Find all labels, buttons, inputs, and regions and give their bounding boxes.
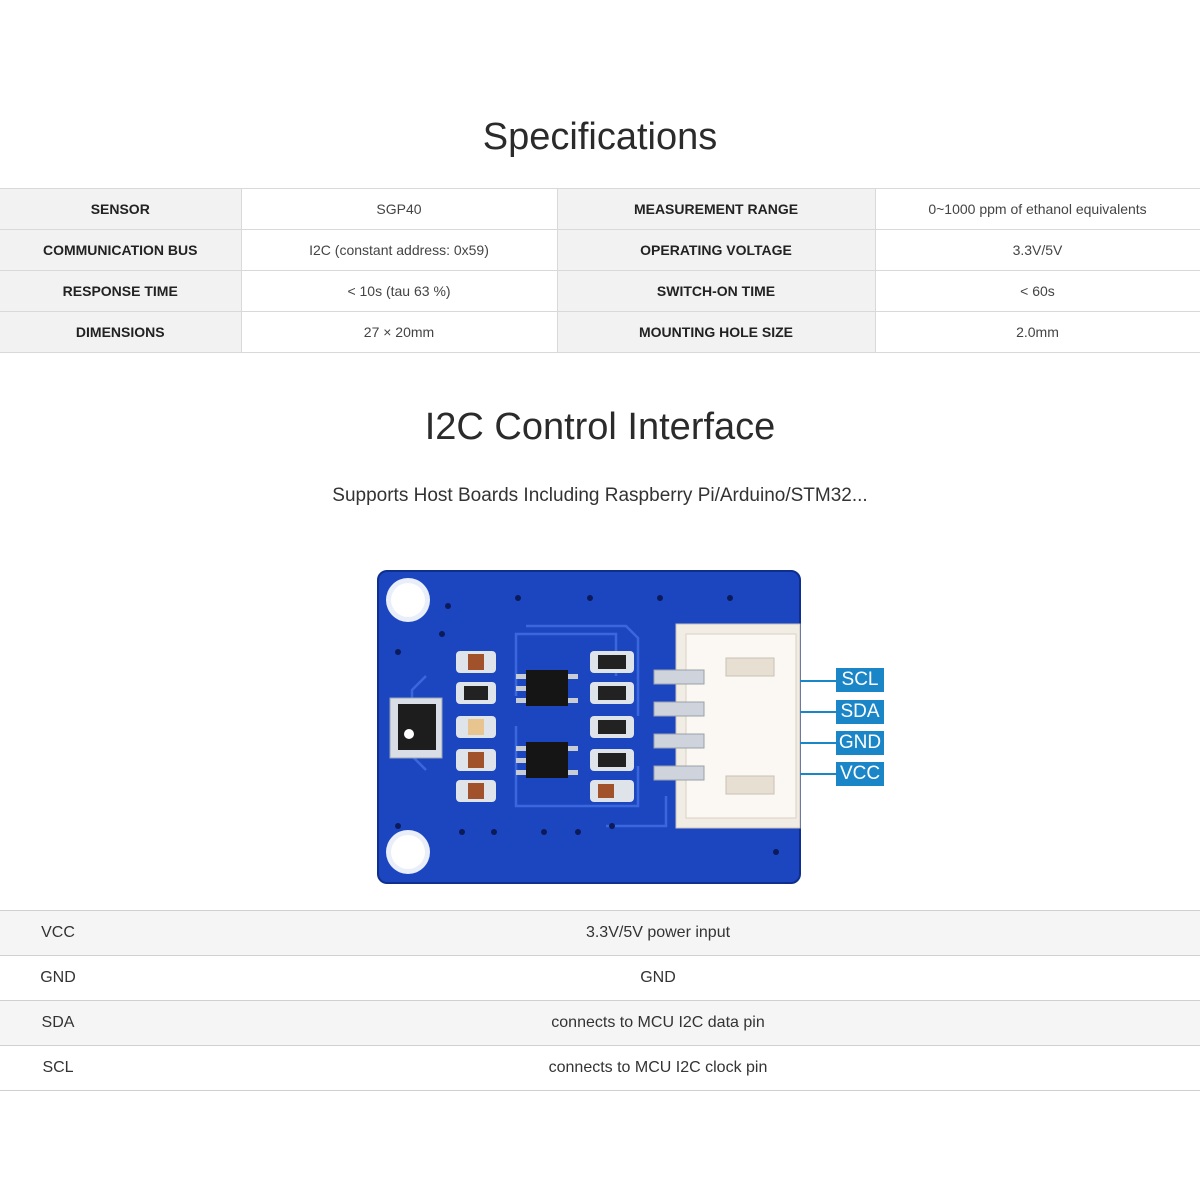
spec-key: RESPONSE TIME: [0, 270, 241, 312]
sda-leader-line: [800, 711, 836, 713]
spec-row: COMMUNICATION BUS I2C (constant address:…: [0, 229, 1200, 271]
pinout-row: SCL connects to MCU I2C clock pin: [0, 1045, 1200, 1091]
sgp40-sensor-chip: [398, 704, 436, 750]
spec-key: MEASUREMENT RANGE: [557, 188, 875, 230]
mounting-hole-center: [391, 835, 425, 869]
i2c-interface-heading: I2C Control Interface: [424, 406, 776, 448]
spec-value: SGP40: [240, 188, 558, 230]
sensor-opening: [404, 729, 414, 739]
pcb-trace: [514, 624, 668, 828]
spec-key: OPERATING VOLTAGE: [557, 229, 875, 271]
specifications-table: SENSOR SGP40 MEASUREMENT RANGE 0~1000 pp…: [0, 188, 1200, 353]
sensor-board-image: [377, 570, 801, 884]
spec-row: SENSOR SGP40 MEASUREMENT RANGE 0~1000 pp…: [0, 188, 1200, 230]
board-label-gnd: GND: [836, 731, 884, 755]
i2c-interface-subtitle: Supports Host Boards Including Raspberry…: [332, 485, 868, 506]
pinout-table: VCC 3.3V/5V power input GND GND SDA conn…: [0, 910, 1200, 1091]
jst-connector: [653, 623, 801, 829]
pinout-row: GND GND: [0, 955, 1200, 1001]
right-resistors: [590, 651, 634, 802]
spec-value: < 10s (tau 63 %): [240, 270, 558, 312]
pin-description: 3.3V/5V power input: [116, 910, 1200, 956]
board-label-sda: SDA: [836, 700, 884, 724]
spec-row: DIMENSIONS 27 × 20mm MOUNTING HOLE SIZE …: [0, 311, 1200, 353]
pin-description: connects to MCU I2C clock pin: [116, 1045, 1200, 1091]
level-shifter-chips: [516, 670, 578, 778]
pin-description: connects to MCU I2C data pin: [116, 1000, 1200, 1046]
spec-key: SWITCH-ON TIME: [557, 270, 875, 312]
spec-value: 3.3V/5V: [874, 229, 1200, 271]
spec-key: SENSOR: [0, 188, 241, 230]
spec-value: 2.0mm: [874, 311, 1200, 353]
pinout-row: VCC 3.3V/5V power input: [0, 910, 1200, 956]
pin-name: GND: [0, 955, 116, 1001]
spec-key: COMMUNICATION BUS: [0, 229, 241, 271]
board-label-vcc: VCC: [836, 762, 884, 786]
scl-leader-line: [800, 680, 836, 682]
gnd-leader-line: [800, 742, 836, 744]
mounting-hole-center: [391, 583, 425, 617]
specifications-heading: Specifications: [482, 116, 718, 158]
pin-name: SDA: [0, 1000, 116, 1046]
spec-key: MOUNTING HOLE SIZE: [557, 311, 875, 353]
vias: [395, 595, 779, 855]
pin-name: VCC: [0, 910, 116, 956]
spec-value: < 60s: [874, 270, 1200, 312]
spec-value: 0~1000 ppm of ethanol equivalents: [874, 188, 1200, 230]
pin-name: SCL: [0, 1045, 116, 1091]
spec-value: I2C (constant address: 0x59): [240, 229, 558, 271]
spec-row: RESPONSE TIME < 10s (tau 63 %) SWITCH-ON…: [0, 270, 1200, 312]
pin-description: GND: [116, 955, 1200, 1001]
spec-value: 27 × 20mm: [240, 311, 558, 353]
pinout-row: SDA connects to MCU I2C data pin: [0, 1000, 1200, 1046]
vcc-leader-line: [800, 773, 836, 775]
board-label-scl: SCL: [836, 668, 884, 692]
spec-key: DIMENSIONS: [0, 311, 241, 353]
left-passives: [456, 651, 496, 802]
